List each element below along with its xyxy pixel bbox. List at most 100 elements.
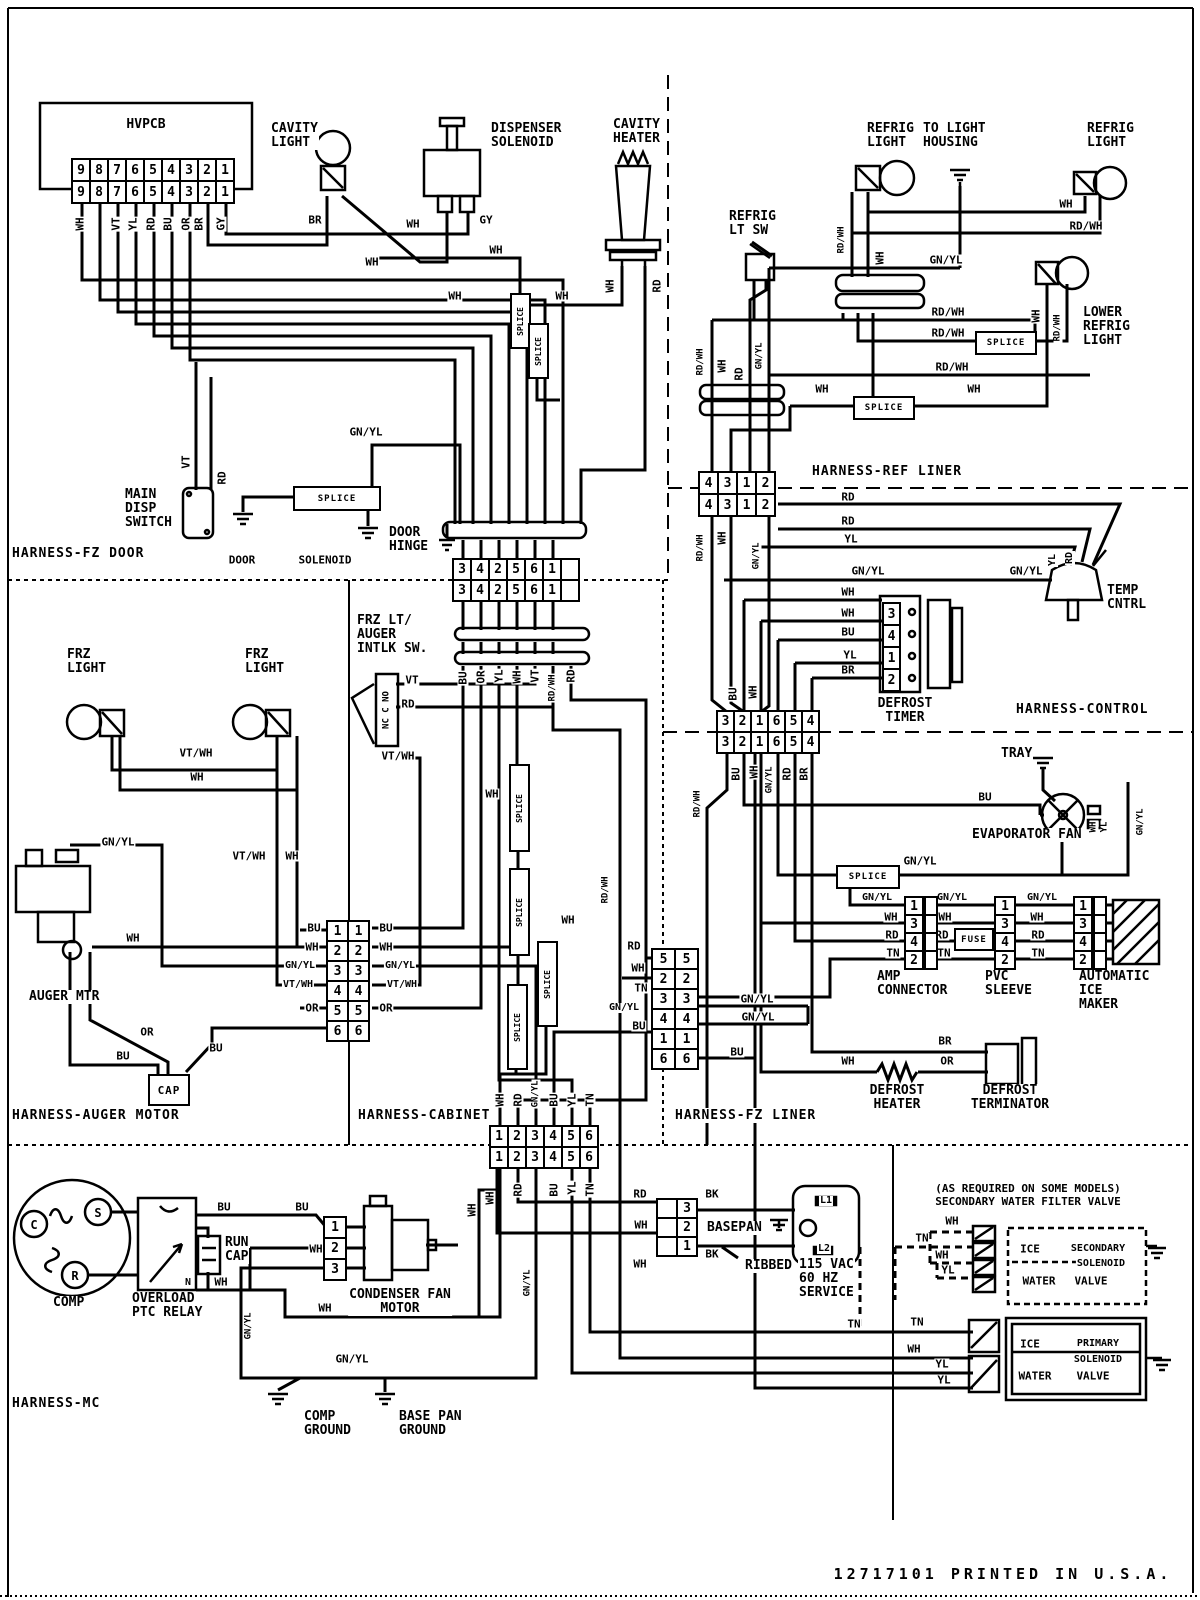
wire-label: WH: [873, 250, 887, 266]
wire-label: ICE: [1019, 1242, 1041, 1256]
harness-section-label: HARNESS-CABINET: [356, 1108, 493, 1123]
connector-pin: [924, 914, 938, 934]
connector-pin: [1093, 896, 1107, 916]
connector-pin: 4: [904, 932, 924, 952]
connector-pin: 1: [542, 579, 562, 602]
wire-label: WATER: [1021, 1274, 1057, 1288]
component-label: FRZ LT/ AUGER INTLK SW.: [356, 613, 429, 656]
wire-label: BU: [378, 921, 394, 935]
connector-pin: 3: [179, 158, 199, 182]
splice-box-label: FUSE: [961, 934, 987, 945]
wire-label: YL: [842, 648, 858, 662]
wire-label: OR: [939, 1054, 955, 1068]
wire-label: WH: [934, 1248, 950, 1262]
splice-box-label: SPLICE: [864, 403, 904, 413]
wire-label: VT/WH: [281, 979, 315, 990]
wire-label: RD/WH: [695, 533, 706, 563]
connector-pin: 1: [904, 896, 924, 916]
wire-label: WH: [1088, 820, 1099, 834]
wire-label: L1: [818, 1195, 834, 1206]
component-label: FRZ LIGHT: [66, 647, 108, 676]
connector-pins: [1093, 896, 1107, 970]
cap-box: CAP: [148, 1074, 190, 1106]
wire-label: WH: [447, 289, 463, 303]
wire-label: WH: [304, 940, 320, 954]
connector-pin: 4: [994, 932, 1016, 952]
wire-label: VT/WH: [178, 746, 214, 760]
connector-pin: 2: [1073, 950, 1093, 970]
wire-label: OR: [474, 669, 488, 685]
component-label: RUN CAP: [224, 1235, 250, 1264]
component-label: FRZ LIGHT: [244, 647, 286, 676]
component-label: AMP CONNECTOR: [876, 969, 949, 998]
wire-label: SOLENOID: [297, 553, 353, 567]
wire-label: TN: [846, 1317, 862, 1331]
wire-label: GN/YL: [334, 1352, 370, 1366]
splice-box: SPLICE: [836, 865, 900, 889]
wire-label: WH: [883, 910, 899, 924]
component-label: AUTOMATIC ICE MAKER: [1078, 969, 1151, 1012]
wire-label: WH: [125, 931, 141, 945]
connector-pin: [924, 896, 938, 916]
connector-pin: 2: [755, 471, 776, 495]
connector-pin: 1: [1073, 896, 1093, 916]
connector-pin: 1: [994, 896, 1016, 916]
wire-label: WH: [840, 606, 856, 620]
wire-label: RD: [511, 1182, 525, 1198]
connector-pin: 2: [882, 668, 901, 692]
connector-pin: 7: [107, 158, 127, 182]
wire-label: GN/YL: [860, 892, 894, 903]
connector-pin: 1: [736, 471, 757, 495]
wire-label: YL: [936, 1373, 952, 1387]
component-label: CAVITY LIGHT: [270, 121, 319, 150]
wire-label: WH: [510, 669, 524, 685]
connector-pin: 1: [736, 493, 757, 517]
wire-label: GN/YL: [243, 1311, 254, 1341]
connector-pin: 4: [543, 1125, 563, 1148]
connector-pin: [656, 1236, 678, 1257]
wire-label: VT: [109, 216, 123, 232]
splice-box-label: CAP: [157, 1083, 181, 1097]
splice-box-label: SPLICE: [317, 493, 357, 504]
wire-label: YL: [934, 1357, 950, 1371]
component-label: TRAY: [1000, 746, 1034, 761]
component-label: RIBBED: [744, 1258, 793, 1273]
splice-box: SPLICE: [528, 323, 549, 379]
wire-label: OR: [139, 1025, 155, 1039]
wire-label: OR: [304, 1001, 320, 1015]
wire-label: WH: [632, 1257, 648, 1271]
splice-box-label: SPLICE: [534, 336, 543, 366]
wire-label: WH: [633, 1218, 649, 1232]
component-label: BASEPAN: [706, 1220, 763, 1235]
wire-label: BK: [704, 1187, 720, 1201]
wire-label: TN: [936, 946, 952, 960]
connector-pin: 5: [326, 1000, 349, 1022]
wire-label: RD/WH: [930, 326, 966, 340]
connector-pin: 2: [347, 940, 370, 962]
component-label: LOWER REFRIG LIGHT: [1082, 305, 1131, 348]
component-label: REFRIG LIGHT: [866, 121, 915, 150]
connector-pin: [924, 950, 938, 970]
connector-pin: 2: [488, 558, 508, 581]
wire-label: N: [183, 1277, 193, 1288]
connector-pin: 5: [143, 180, 163, 204]
wire-label: GN/YL: [850, 564, 886, 578]
wire-label: RD: [840, 514, 856, 528]
wire-label: WH: [554, 289, 570, 303]
connector-pin: 3: [676, 1198, 698, 1219]
connector-pin: 4: [470, 558, 490, 581]
wire-label: GN/YL: [740, 1010, 776, 1024]
connector-pin: 8: [89, 158, 109, 182]
wire-label: WH: [937, 910, 953, 924]
wire-label: WH: [746, 684, 760, 700]
wire-label: YL: [843, 532, 859, 546]
wire-label: GN/YL: [935, 892, 969, 903]
part-number-footer: 12717101 PRINTED IN U.S.A.: [833, 1565, 1173, 1583]
connector-pin: 6: [579, 1146, 599, 1169]
connector-pin: 5: [651, 948, 676, 970]
